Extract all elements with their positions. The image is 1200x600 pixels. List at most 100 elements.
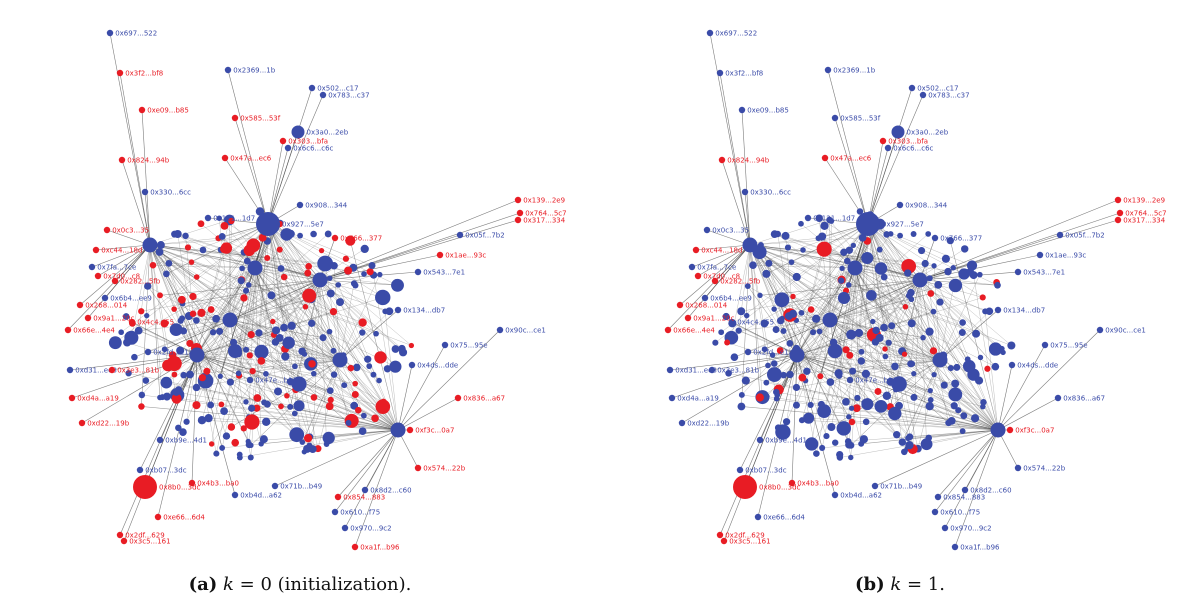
- edge: [149, 244, 297, 435]
- core-node: [358, 318, 367, 327]
- core-node: [352, 282, 359, 289]
- core-node: [302, 288, 317, 303]
- core-node: [843, 257, 851, 265]
- core-node: [280, 273, 288, 281]
- core-node: [994, 281, 1001, 289]
- core-node: [366, 268, 374, 276]
- core-node: [999, 345, 1005, 352]
- edge: [196, 354, 364, 416]
- graph-node: 0x2fd...e1a: [144, 349, 193, 357]
- edge: [149, 244, 202, 313]
- node-label: 0x2369...1b: [233, 67, 276, 75]
- node-label: 0x970...9c2: [350, 525, 391, 533]
- node-label: 0x2369...1b: [833, 67, 876, 75]
- core-node: [815, 214, 824, 222]
- edge: [744, 191, 751, 246]
- node-label: 0x766...377: [340, 235, 382, 243]
- graph-node: 0x2369...1b: [224, 66, 276, 75]
- core-node: [888, 406, 902, 421]
- node-dot: [224, 66, 232, 74]
- graph-node: 0x585...53f: [831, 115, 881, 123]
- edge: [723, 354, 798, 542]
- graph-node: 0xe66...6d4: [754, 514, 805, 522]
- core-node: [282, 336, 295, 349]
- core-node: [948, 278, 963, 293]
- edge: [364, 429, 399, 491]
- edge: [854, 267, 931, 391]
- core-node: [765, 259, 773, 267]
- edge: [229, 319, 314, 374]
- core-node: [326, 387, 334, 394]
- graph-node: 0x7fa...7ce: [688, 264, 736, 272]
- node-label: 0x47a...ec6: [230, 155, 272, 163]
- core-node: [212, 314, 220, 323]
- node-dot: [231, 491, 239, 499]
- node-label: 0xe09...b85: [747, 107, 789, 115]
- node-label: 0x764...5c7: [525, 210, 566, 218]
- edge: [106, 229, 151, 246]
- node-label: 0x610...f75: [940, 509, 980, 517]
- edge: [196, 245, 254, 356]
- edge: [149, 244, 240, 376]
- graph-node: 0x697...522: [106, 30, 157, 38]
- node-dot: [931, 234, 939, 242]
- core-node: [945, 419, 952, 427]
- core-node: [792, 272, 801, 282]
- graph-node: 0xb9e...4d1: [756, 437, 807, 445]
- edge: [939, 359, 964, 416]
- core-node: [964, 356, 971, 363]
- edge: [211, 319, 231, 444]
- node-label: 0x282...5fb: [120, 278, 161, 286]
- core-node: [368, 261, 376, 269]
- core-node: [837, 291, 851, 305]
- core-node: [858, 233, 867, 242]
- core-node: [199, 246, 207, 254]
- node-dot: [441, 341, 449, 349]
- core-node: [305, 262, 313, 270]
- core-node: [940, 381, 948, 389]
- graph-node: 0x303...bfa: [879, 138, 928, 146]
- node-dot: [884, 144, 892, 152]
- node-label: 0xf3c...0a7: [1015, 427, 1054, 435]
- core-node: [180, 371, 187, 379]
- edge: [796, 249, 880, 356]
- core-node: [961, 245, 969, 253]
- edge: [267, 223, 311, 364]
- edge: [796, 354, 827, 437]
- graph-node: 0x121...1d7: [804, 215, 855, 223]
- core-node: [297, 232, 303, 239]
- edge: [115, 223, 269, 343]
- core-node: [327, 396, 334, 404]
- core-node: [204, 414, 213, 423]
- core-node: [302, 304, 309, 310]
- graph-node: 0x854...883: [934, 494, 985, 502]
- core-node: [764, 393, 770, 400]
- edge: [166, 223, 269, 275]
- core-node: [162, 392, 171, 401]
- core-node: [247, 331, 255, 339]
- node-dot: [716, 69, 724, 77]
- graph-node: 0xf3c...0a7: [406, 427, 454, 435]
- core-node: [927, 387, 933, 394]
- edge: [854, 267, 903, 352]
- node-dot: [856, 212, 880, 236]
- edge: [679, 244, 751, 306]
- node-label: 0xd22...19b: [87, 420, 130, 428]
- graph-node: 0x47a...ec6: [821, 155, 872, 163]
- core-node: [209, 329, 217, 336]
- core-node: [846, 351, 854, 359]
- core-node: [977, 271, 983, 278]
- core-node: [798, 373, 807, 382]
- core-node: [874, 399, 888, 413]
- core-node: [366, 363, 373, 370]
- edge: [867, 223, 913, 450]
- core-node: [930, 308, 937, 315]
- node-dot: [84, 314, 92, 322]
- edge: [109, 32, 151, 246]
- core-node: [846, 329, 857, 340]
- node-label: 0x3c5...161: [129, 538, 170, 546]
- edge: [229, 319, 297, 435]
- core-node: [789, 309, 798, 318]
- core-node: [216, 215, 222, 221]
- edge: [939, 309, 999, 361]
